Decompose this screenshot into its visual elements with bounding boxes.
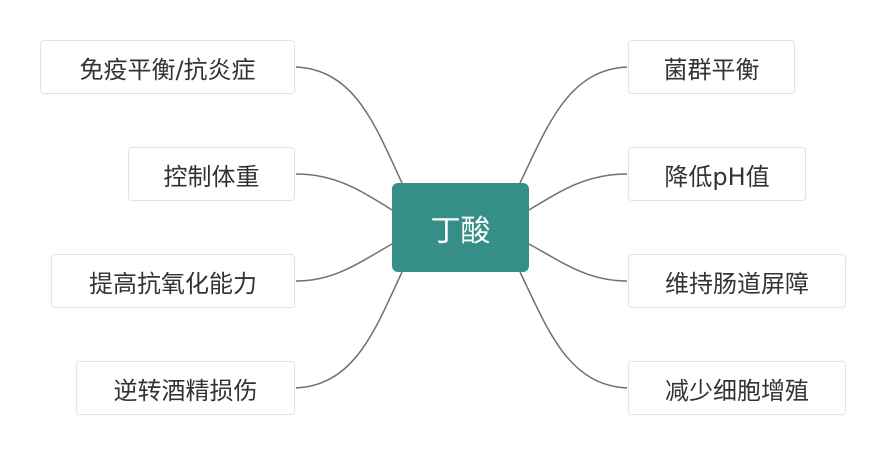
branch-node-antioxidant[interactable]: 提高抗氧化能力	[51, 254, 295, 308]
connector-line	[528, 173, 628, 211]
branch-node-lower-ph[interactable]: 降低pH值	[628, 147, 806, 201]
branch-label: 降低pH值	[664, 162, 770, 191]
branch-node-cell-proliferation[interactable]: 减少细胞增殖	[628, 361, 846, 415]
branch-label: 提高抗氧化能力	[89, 269, 257, 298]
connector-line	[295, 173, 393, 211]
connector-line	[295, 271, 403, 389]
branch-node-weight-control[interactable]: 控制体重	[128, 147, 295, 201]
branch-label: 维持肠道屏障	[665, 269, 809, 298]
branch-label: 免疫平衡/抗炎症	[79, 55, 256, 84]
branch-node-immune-balance[interactable]: 免疫平衡/抗炎症	[40, 40, 295, 94]
branch-label: 减少细胞增殖	[665, 376, 809, 405]
connector-line	[295, 66, 403, 184]
branch-node-gut-barrier[interactable]: 维持肠道屏障	[628, 254, 846, 308]
branch-node-flora-balance[interactable]: 菌群平衡	[628, 40, 795, 94]
connector-line	[519, 271, 628, 389]
connector-line	[528, 243, 628, 282]
branch-label: 控制体重	[163, 162, 260, 191]
branch-node-alcohol-damage[interactable]: 逆转酒精损伤	[76, 361, 295, 415]
connector-line	[519, 66, 628, 184]
connector-line	[295, 243, 393, 282]
branch-label: 逆转酒精损伤	[113, 376, 258, 405]
branch-label: 菌群平衡	[663, 55, 760, 84]
root-label: 丁酸	[430, 213, 491, 249]
root-node[interactable]: 丁酸	[392, 183, 529, 272]
